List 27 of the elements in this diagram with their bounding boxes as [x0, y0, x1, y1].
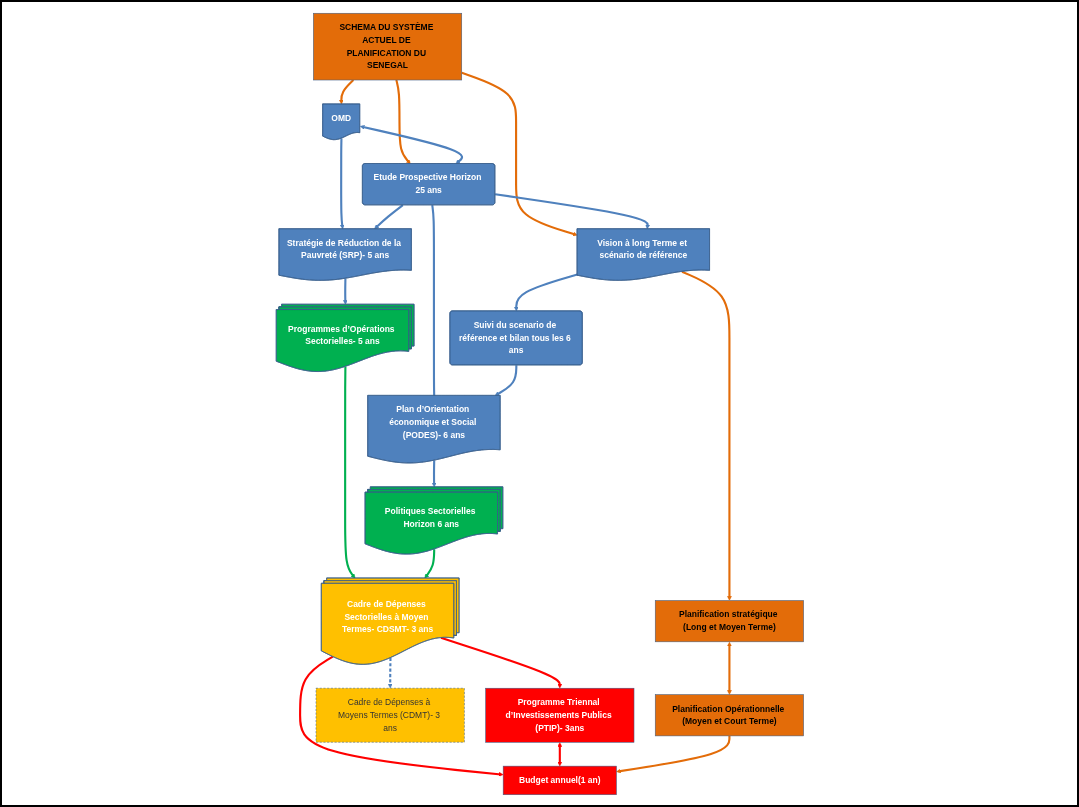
arrow [460, 71, 578, 236]
arrow [431, 459, 436, 487]
arrow [359, 124, 463, 164]
arrow [494, 192, 650, 229]
arrow [424, 548, 435, 578]
arrow [373, 203, 404, 229]
arrow [440, 636, 562, 688]
arrow [338, 78, 354, 104]
node-box [654, 693, 804, 736]
arrow [557, 741, 562, 766]
node-box [312, 12, 462, 80]
arrow [394, 79, 411, 164]
connector [430, 204, 435, 396]
arrow [513, 272, 578, 311]
node-box [315, 687, 465, 743]
arrow [494, 364, 517, 396]
arrow [343, 366, 355, 578]
arrow [615, 735, 731, 773]
node-box [654, 599, 804, 642]
node-box [502, 765, 617, 795]
arrow [726, 641, 732, 695]
arrow [298, 655, 503, 777]
arrow [342, 278, 348, 305]
arrow [339, 137, 345, 229]
arrow [681, 270, 732, 601]
arrow [387, 657, 393, 688]
node-box [484, 687, 634, 743]
